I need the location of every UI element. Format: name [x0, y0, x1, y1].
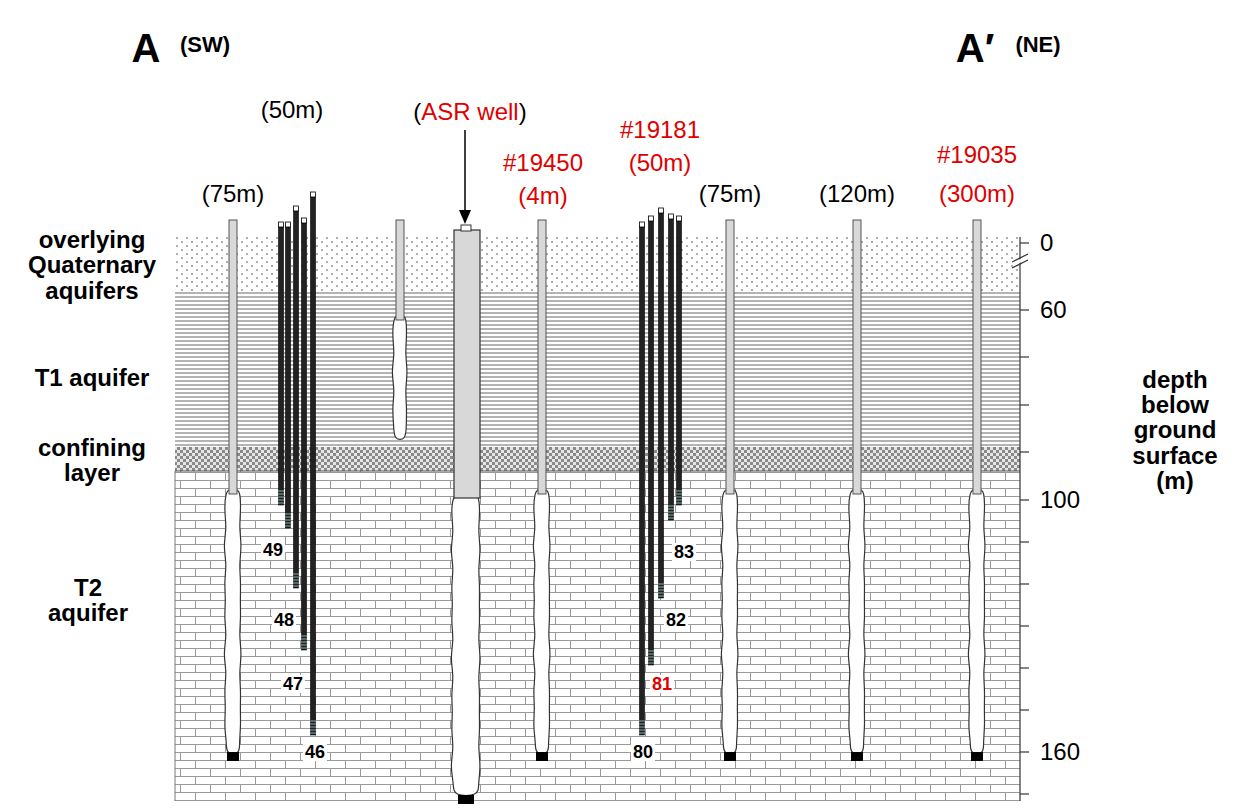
well-id: #19181: [620, 117, 700, 142]
port-number: 49: [261, 541, 285, 560]
layer-name: T1 aquifer: [35, 365, 150, 390]
well-depth: (50m): [261, 97, 324, 122]
well-depth: (4m): [518, 183, 567, 208]
port-number: 82: [664, 611, 688, 630]
port-number: 46: [303, 743, 327, 762]
well-id: #19035: [937, 142, 1017, 167]
direction: (SW): [180, 33, 230, 56]
port-number: 80: [631, 743, 655, 762]
t1-well: [392, 220, 407, 439]
well-depth: (50m): [629, 150, 692, 175]
port-number: 48: [272, 611, 296, 630]
layer-name: confining layer: [27, 435, 157, 485]
port-number: 83: [672, 543, 696, 562]
layer-name: T2 aquifer: [38, 575, 138, 625]
depth-axis: [1012, 237, 1029, 801]
section-letter: A: [132, 27, 161, 69]
band-edge: [175, 471, 176, 801]
piezometer-cluster: [278, 192, 316, 735]
direction: (NE): [1015, 33, 1060, 56]
well-id: #19450: [503, 150, 583, 175]
wells: [224, 192, 985, 804]
well-depth: (75m): [699, 181, 762, 206]
port-number: 47: [281, 675, 305, 694]
well-name: ASR well: [421, 99, 518, 124]
layer-name: overlying Quaternary aquifers: [3, 227, 181, 303]
asr-arrow: [459, 130, 471, 224]
monitoring-well: [721, 220, 738, 761]
depth-value: 0: [1040, 230, 1053, 255]
monitoring-well: [533, 220, 550, 761]
well-depth: (300m): [939, 181, 1015, 206]
piezometer-cluster: [639, 208, 682, 735]
monitoring-well: [848, 220, 865, 761]
axis-title: depth below ground surface (m): [1119, 367, 1231, 493]
well-depth: (120m): [819, 181, 895, 206]
depth-value: 100: [1040, 487, 1080, 512]
port-number: 81: [650, 675, 674, 694]
depth-value: 160: [1040, 739, 1080, 764]
monitoring-well: [224, 220, 241, 761]
paren: ): [519, 99, 527, 124]
paren: (: [413, 99, 421, 124]
depth-value: 60: [1040, 297, 1067, 322]
well-depth: (75m): [202, 181, 265, 206]
monitoring-well: [968, 220, 985, 761]
asr-well: [451, 225, 480, 804]
section-letter: A′: [956, 27, 994, 69]
